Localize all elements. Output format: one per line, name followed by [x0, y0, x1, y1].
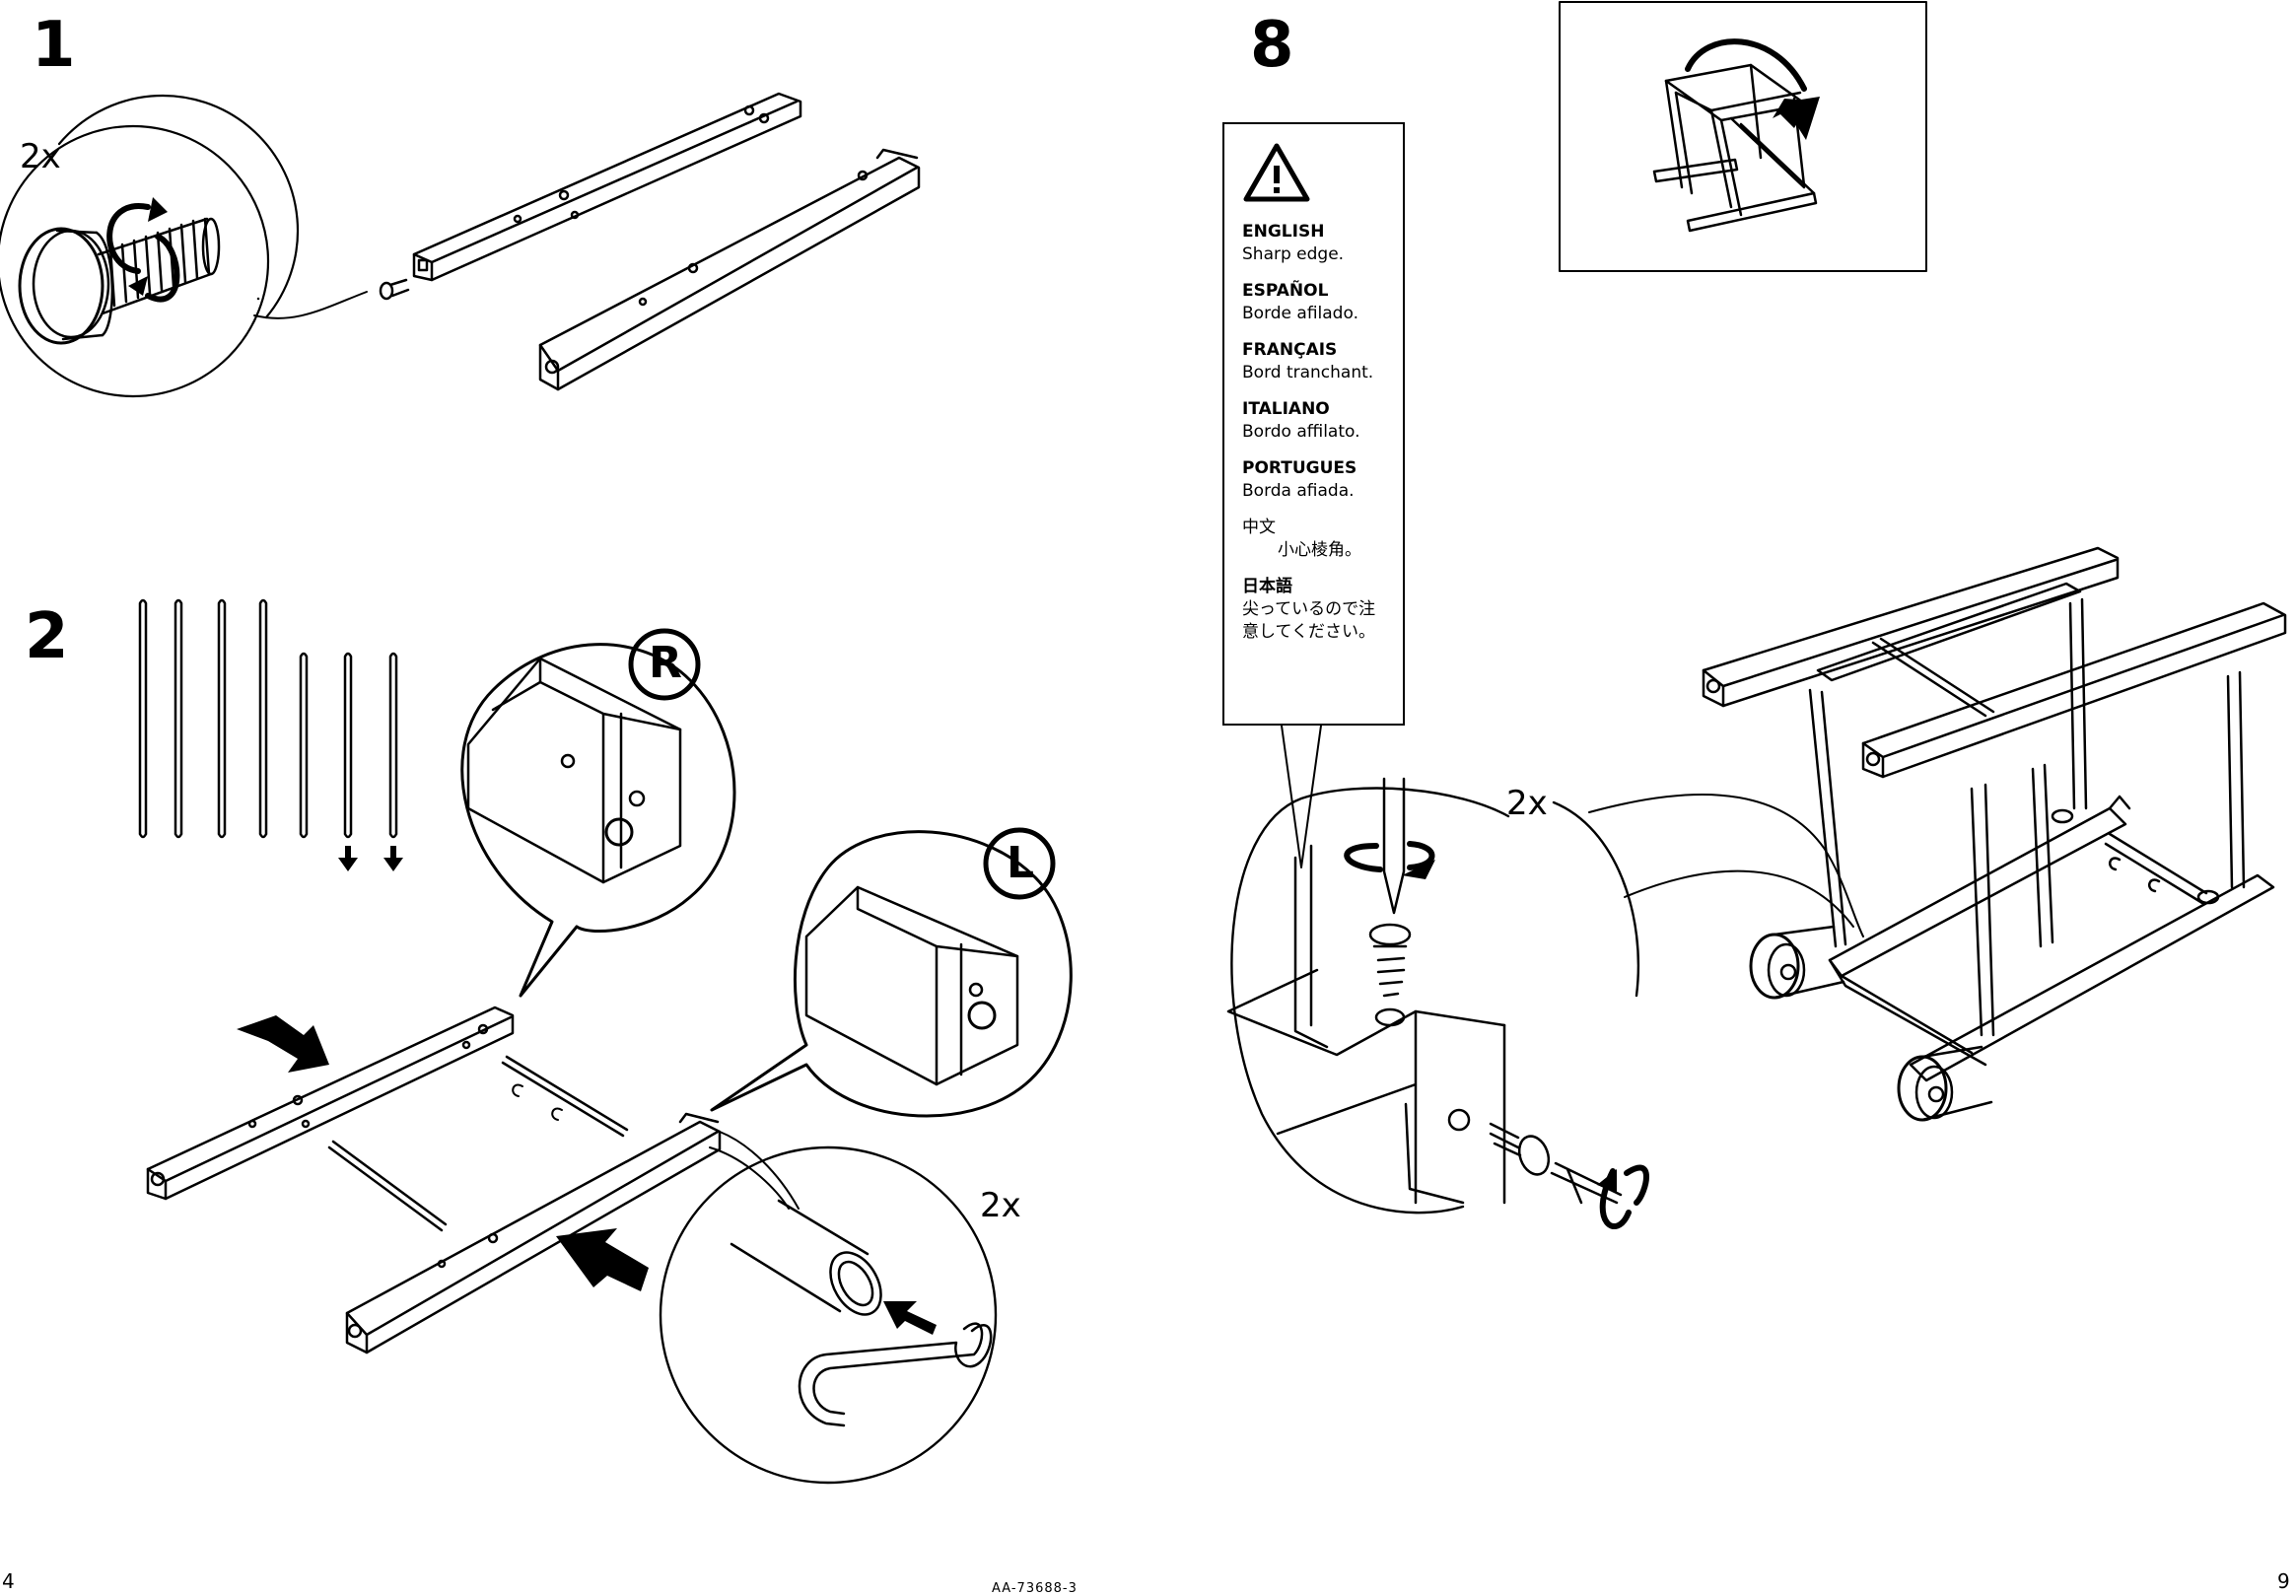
- glide-foot-icon: [18, 217, 221, 345]
- step2-rail-right: [345, 1112, 722, 1354]
- marker-r-callout: [460, 643, 736, 998]
- step8-quantity: 2x: [1506, 784, 1548, 823]
- marker-r-badge: [628, 628, 701, 701]
- step1-detail-circle: [57, 94, 300, 319]
- step2-spring-rod: [501, 1055, 629, 1138]
- rotate-arrow-icon: [106, 203, 180, 303]
- warning-italian: ITALIANO Bordo affilato.: [1242, 399, 1360, 442]
- step1-callout-circle: [0, 124, 270, 398]
- page-number-right: 9: [2277, 1569, 2290, 1593]
- warning-callout-tail: [1281, 725, 1322, 868]
- step2-hooks: [512, 1083, 563, 1121]
- page-number-left: 4: [2, 1569, 15, 1593]
- warning-spanish: ESPAÑOL Borde afilado.: [1242, 281, 1358, 323]
- flip-arrowhead-icon: [1782, 97, 1820, 140]
- marker-l-callout: [710, 830, 1073, 1118]
- marker-r-letter: R: [649, 638, 682, 688]
- step1-rail-lower: [538, 148, 921, 391]
- rotate-arrow-icon-2: [1344, 841, 1435, 872]
- insert-arrow-icon: [883, 1301, 937, 1335]
- step8-callout-leader: [1588, 794, 1864, 937]
- marker-l-badge: [983, 827, 1056, 900]
- warning-english: ENGLISH Sharp edge.: [1242, 222, 1345, 264]
- push-arrow-icon: [237, 1015, 649, 1291]
- flip-arrow-icon: [1685, 38, 1807, 92]
- step-number-1: 1: [32, 9, 76, 82]
- step2-rods: [138, 598, 398, 839]
- rotate-arrowhead-icon: [148, 197, 168, 222]
- document-code: AA-73688-3: [992, 1581, 1078, 1596]
- warning-triangle-icon: [1243, 143, 1310, 202]
- step1-small-bolt: [379, 278, 410, 301]
- warning-portuguese: PORTUGUES Borda afiada.: [1242, 458, 1357, 501]
- step2-detail-circle: [659, 1131, 998, 1485]
- step1-quantity: 2x: [20, 137, 61, 176]
- warning-panel: ENGLISH Sharp edge. ESPAÑOL Borde afilad…: [1222, 122, 1405, 726]
- step2-rail-left: [146, 1006, 515, 1201]
- warning-chinese: 中文 小心棱角。: [1242, 518, 1361, 560]
- warning-japanese: 日本語 尖っているので注意してください。: [1242, 577, 1376, 642]
- step-number-8: 8: [1250, 9, 1294, 82]
- step1-rail-upper: [412, 92, 802, 282]
- step1-callout-leader: [253, 291, 368, 319]
- step2-cross-rod: [327, 1140, 448, 1232]
- chair-frame-upside-down: [1702, 546, 2287, 1122]
- down-arrow-icon: [338, 846, 403, 871]
- warning-french: FRANÇAIS Bord tranchant.: [1242, 340, 1374, 382]
- step8-detail-circle: [1226, 777, 1640, 1214]
- marker-l-letter: L: [1007, 838, 1035, 888]
- step-number-2: 2: [25, 600, 69, 673]
- step2-quantity: 2x: [980, 1186, 1021, 1225]
